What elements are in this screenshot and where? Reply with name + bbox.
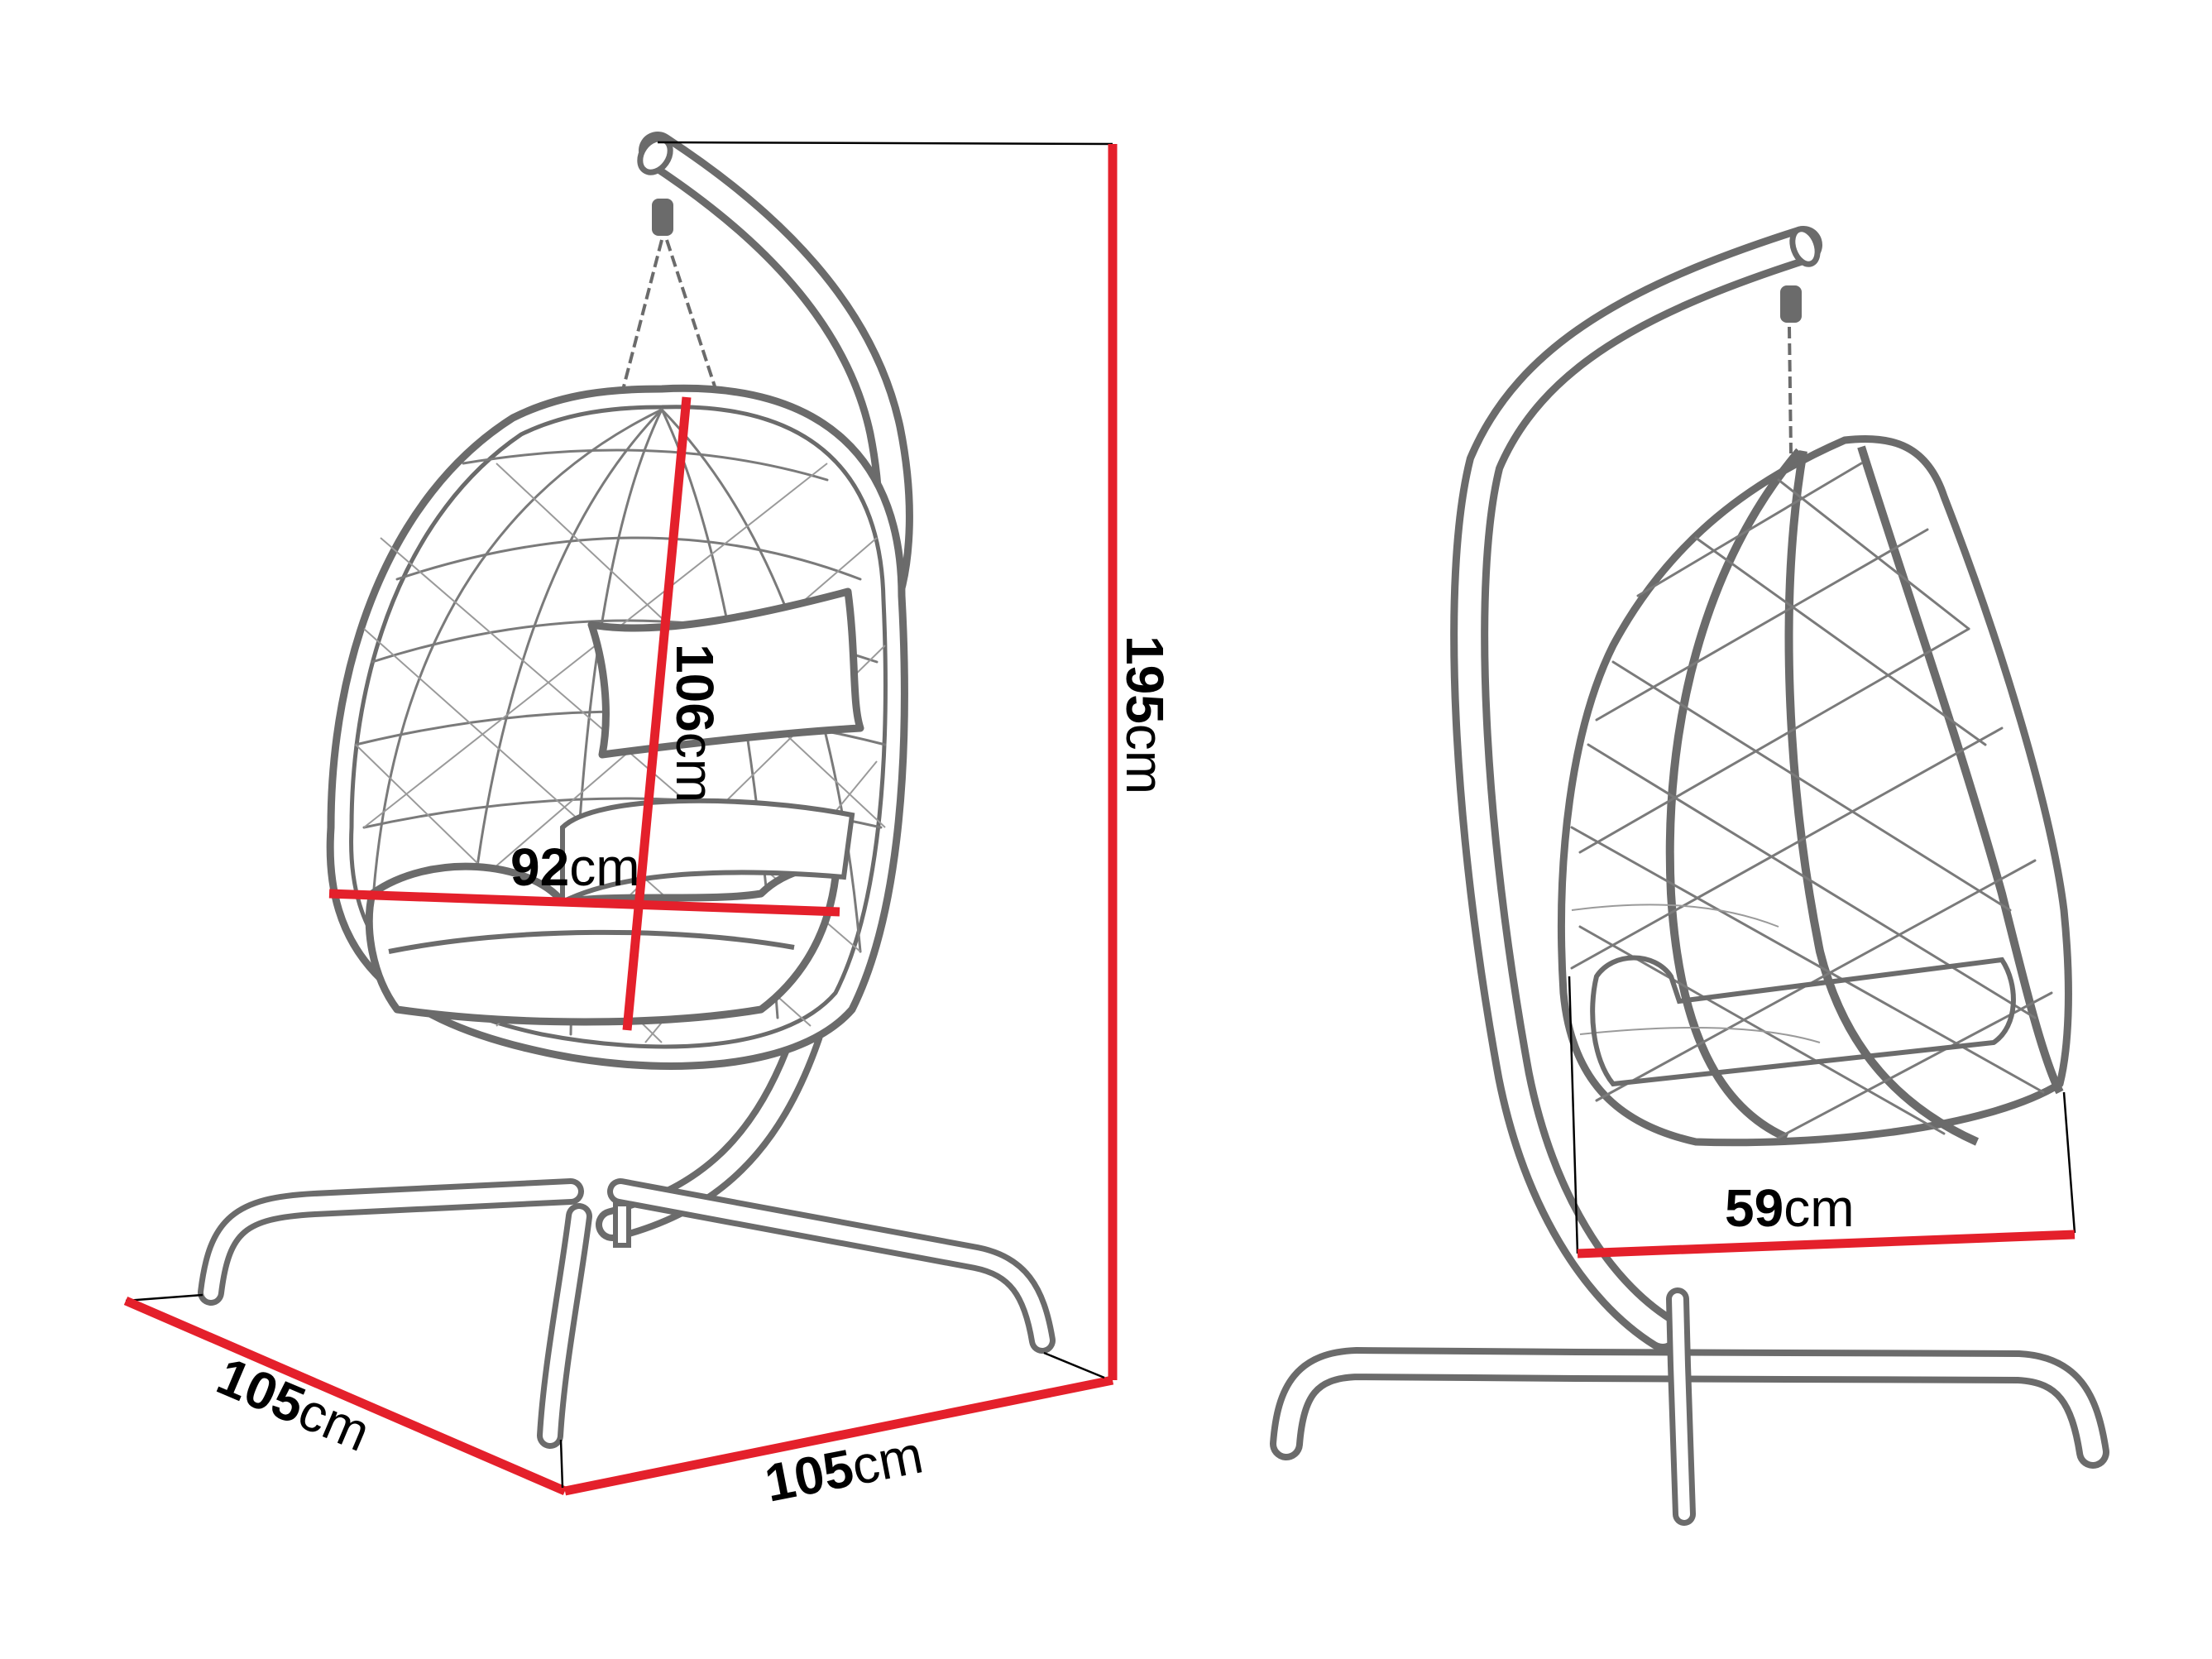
base-depth-dimension-line <box>123 1296 567 1496</box>
basket-height-dimension-line <box>622 396 692 1031</box>
basket-width-dimension-line <box>328 889 840 917</box>
hanging-spring-chain <box>620 199 717 394</box>
side-egg-basket <box>1558 434 2072 1147</box>
egg-basket <box>326 384 908 1070</box>
stand-base <box>198 1178 1056 1449</box>
side-seat-cushion <box>1590 955 2016 1087</box>
front-view-dimensions <box>123 141 1118 1496</box>
basket-depth-dimension-line <box>1577 1230 2076 1259</box>
total-height-label: 195cm <box>1115 635 1175 794</box>
base-depth-label: 105cm <box>209 1346 379 1463</box>
basket-height-label: 106cm <box>665 644 725 803</box>
side-view-chair <box>1270 226 2109 1526</box>
side-stand-base <box>1270 1287 2109 1526</box>
side-spring-chain <box>1780 285 1802 454</box>
front-view-chair <box>198 132 1056 1449</box>
basket-depth-label: 59cm <box>1725 1178 1855 1238</box>
base-width-label: 105cm <box>760 1424 927 1513</box>
basket-width-label: 92cm <box>510 837 640 897</box>
side-stand-pole <box>1450 226 1822 1351</box>
side-view-dimensions <box>1568 976 2076 1259</box>
base-width-dimension-line <box>563 1375 1114 1496</box>
